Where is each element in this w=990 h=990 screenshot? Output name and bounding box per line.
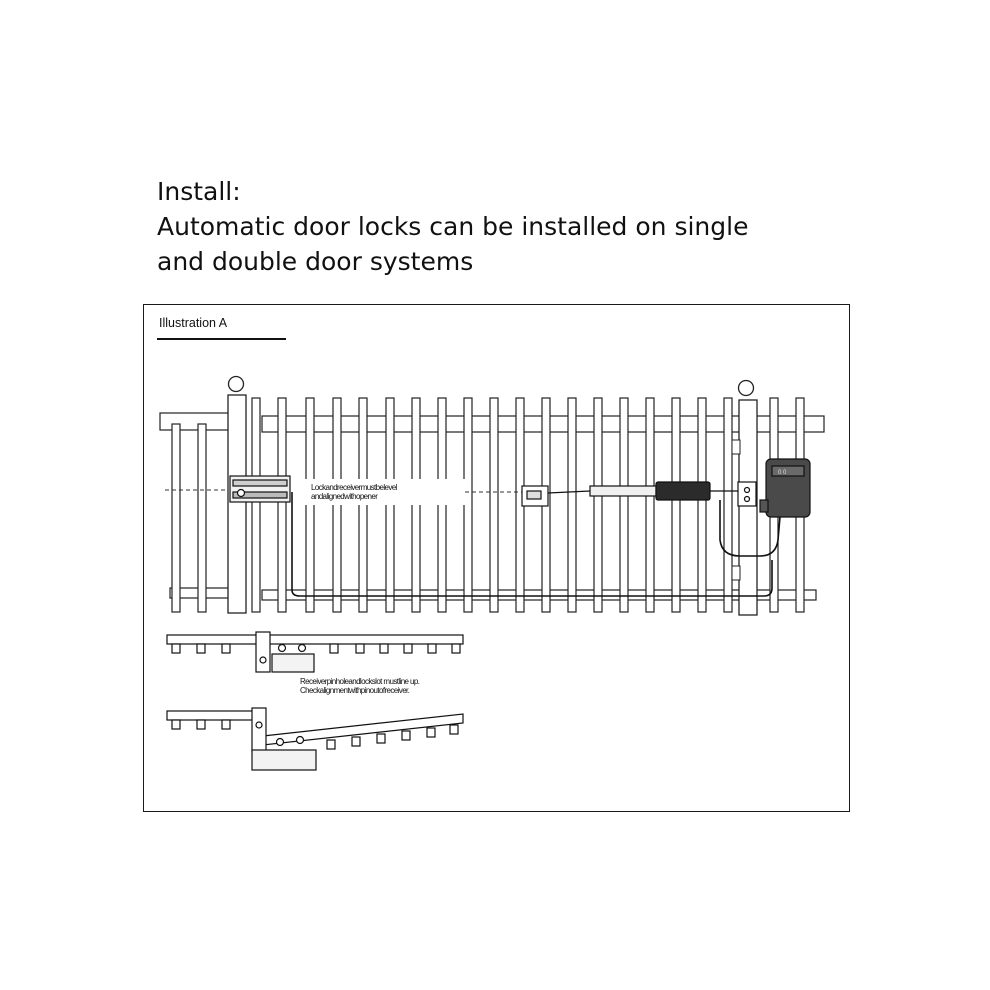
bracket-tooth (221, 719, 231, 730)
picket (489, 397, 499, 613)
heading-line-1: Install: (157, 177, 241, 206)
picket (251, 397, 261, 613)
bracket-tooth (351, 736, 361, 747)
receiver-pin-block-2 (251, 707, 267, 753)
bracket-tooth (196, 719, 206, 730)
bracket-tooth (379, 643, 389, 654)
picket (567, 397, 577, 613)
bracket-tooth (449, 724, 459, 735)
heading-line-3: and double door systems (157, 247, 474, 276)
picket (171, 423, 181, 613)
lock-note-box (305, 479, 465, 505)
alignment-detail-lower (166, 707, 464, 771)
gate-posts (227, 375, 758, 616)
picket (697, 397, 707, 613)
right-post-cap (737, 379, 755, 397)
cables (291, 492, 781, 597)
bracket-tooth (171, 719, 181, 730)
right-post (738, 399, 758, 616)
illustration-frame (143, 304, 850, 812)
bracket-tooth (171, 643, 181, 654)
illustration-title-underline (157, 338, 286, 340)
receiver-and-opener (521, 481, 757, 507)
control-box (759, 458, 811, 518)
picket (463, 397, 473, 613)
hinges (731, 439, 741, 581)
alignment-detail-upper (166, 631, 464, 673)
control-box-label: 0 0 (778, 470, 787, 476)
picket (723, 397, 733, 613)
bracket-tooth (403, 643, 413, 654)
lock-unit (229, 475, 291, 503)
bracket-tooth (329, 643, 339, 654)
bracket-tooth (427, 643, 437, 654)
left-post-cap (227, 375, 245, 393)
bracket-tooth (326, 739, 336, 750)
bracket-tooth (376, 733, 386, 744)
lock-note-line-1: Lockandreceivermustbelevel (311, 483, 398, 492)
left-post (227, 394, 247, 614)
bracket-tooth (196, 643, 206, 654)
lock-note-line-2: andalignedwithopener (311, 492, 378, 501)
picket (593, 397, 603, 613)
bracket-tooth (355, 643, 365, 654)
illustration-title: Illustration A (159, 316, 228, 330)
install-heading: Install: Automatic door locks can be ins… (157, 174, 748, 279)
picket (619, 397, 629, 613)
receiver-pin-block (255, 631, 271, 673)
bracket-tooth (221, 643, 231, 654)
bracket-tooth (451, 643, 461, 654)
receiver-note-line-2: Checkalignmentwithpinoutofreceiver. (300, 686, 410, 695)
picket (671, 397, 681, 613)
bracket-tooth (426, 727, 436, 738)
lock-block-lower (251, 749, 317, 771)
picket (197, 423, 207, 613)
picket (645, 397, 655, 613)
heading-line-2: Automatic door locks can be installed on… (157, 212, 749, 241)
receiver-note-line-1: Receiverpinholeandlockslot mustline up. (300, 677, 420, 686)
picket (277, 397, 287, 613)
alignment-lines (165, 489, 522, 493)
bracket-tooth (401, 730, 411, 741)
lock-block-upper (271, 653, 315, 673)
